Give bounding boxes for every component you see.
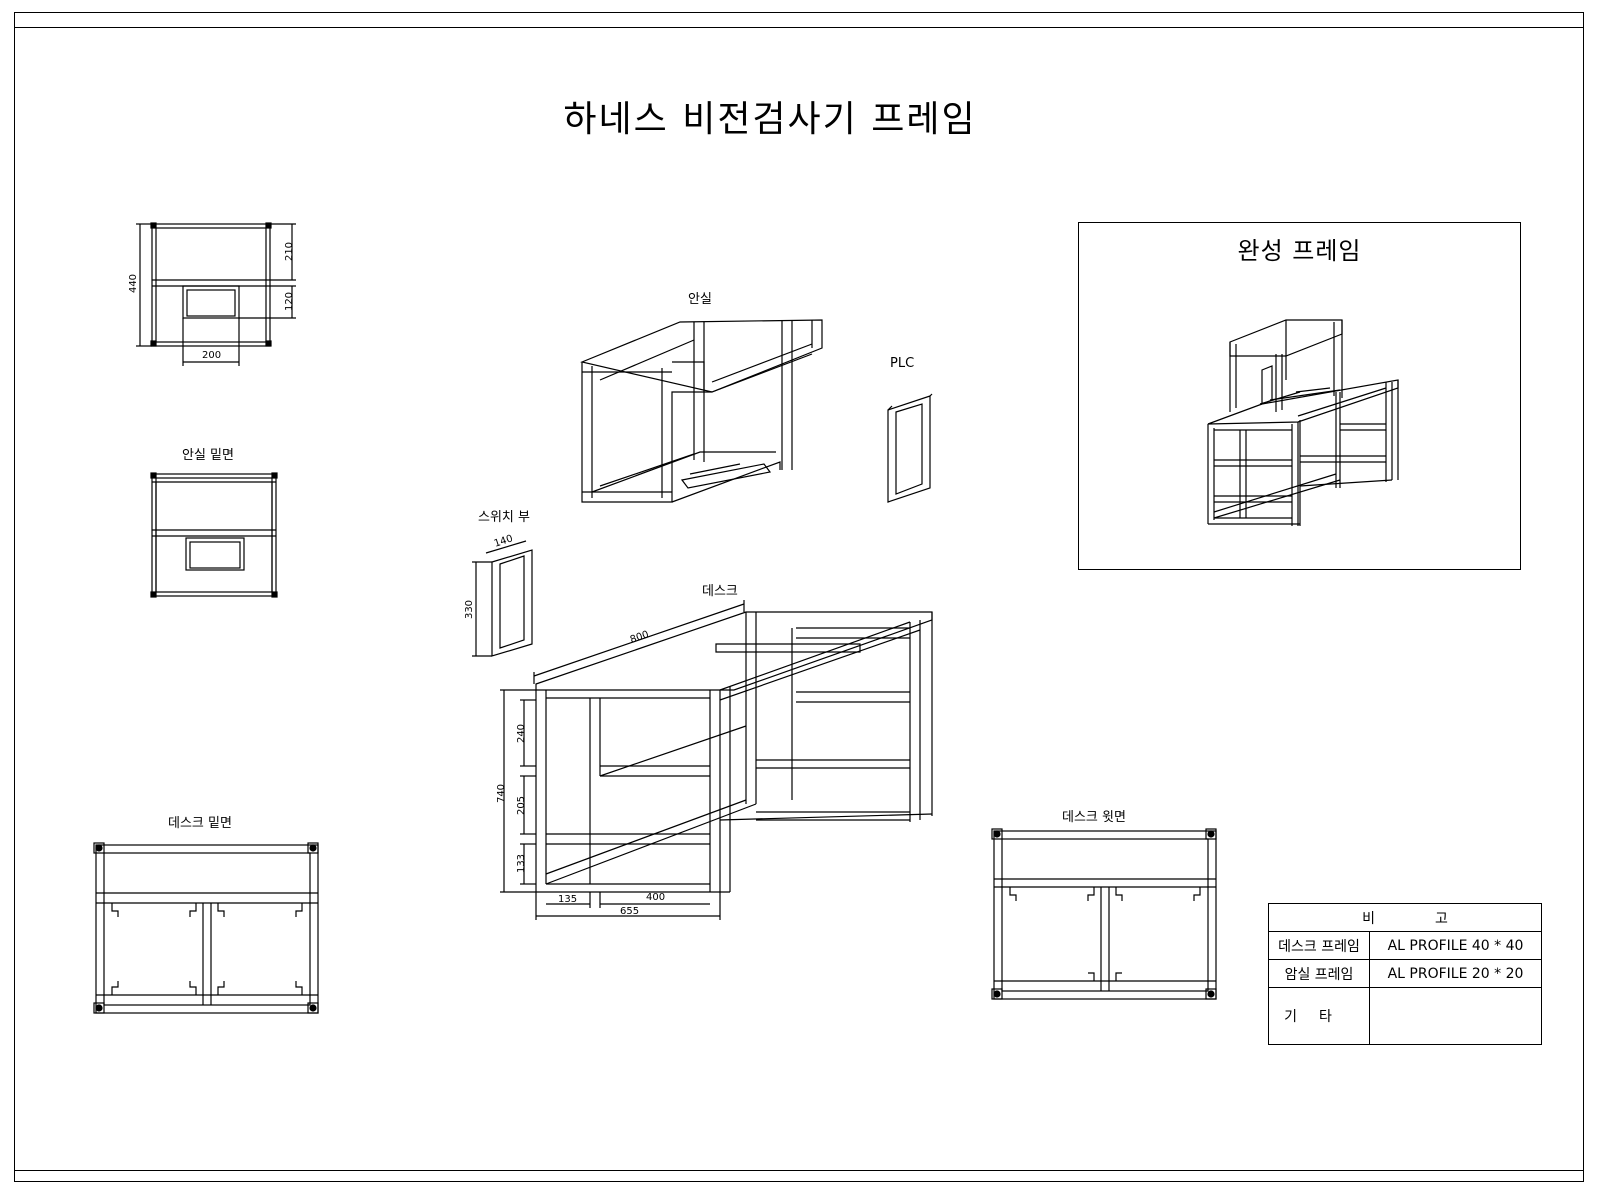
switch-panel [472,540,533,657]
notes-row: 암실 프레임 AL PROFILE 20 * 20 [1268,959,1542,988]
notes-item: 암실 프레임 [1268,959,1370,988]
completed-frame-title: 완성 프레임 [1237,237,1362,265]
notes-spec: AL PROFILE 40 * 40 [1369,931,1542,960]
ansil-iso-view [580,319,823,503]
dim-ansil-210: 210 [284,241,296,262]
label-ansil: 안실 [688,292,712,307]
desk-bottom-view [93,842,319,1014]
label-desk-bottom: 데스크 밑면 [168,816,232,831]
dim-desk-740: 740 [496,783,508,804]
notes-spec [1369,987,1542,1045]
dim-desk-205: 205 [516,795,528,816]
notes-item: 기타 [1268,987,1370,1045]
dim-ansil-200: 200 [202,350,222,361]
drawing-title: 하네스 비전검사기 프레임 [563,99,977,140]
dim-desk-133: 133 [516,853,528,874]
ansil-bottom-view [150,472,278,598]
ansil-top-view [136,222,296,366]
notes-header: 비고 [1268,903,1542,932]
label-switch: 스위치 부 [478,510,530,525]
notes-spec: AL PROFILE 20 * 20 [1369,959,1542,988]
dim-switch-330: 330 [464,599,476,620]
plc-panel [887,393,933,503]
notes-table: 비고 데스크 프레임 AL PROFILE 40 * 40 암실 프레임 AL … [1268,903,1542,1045]
dim-desk-655: 655 [620,906,640,917]
notes-row: 기타 [1268,987,1542,1045]
sheet-border-inner [14,27,1584,1171]
dim-ansil-440: 440 [128,273,140,294]
notes-item: 데스크 프레임 [1268,931,1370,960]
desk-top-view [991,828,1217,1000]
desk-iso-view [500,600,933,920]
notes-row: 데스크 프레임 AL PROFILE 40 * 40 [1268,931,1542,960]
completed-frame-box: 완성 프레임 [1078,222,1521,570]
dim-desk-240: 240 [516,723,528,744]
label-plc: PLC [890,356,915,371]
dim-desk-135: 135 [558,894,578,905]
dim-desk-400: 400 [646,892,666,903]
completed-frame-iso [1207,319,1399,526]
dim-ansil-120: 120 [284,291,296,312]
label-ansil-bottom: 안실 밑면 [182,448,234,463]
label-desk-top: 데스크 윗면 [1062,810,1126,825]
label-desk: 데스크 [702,584,738,599]
